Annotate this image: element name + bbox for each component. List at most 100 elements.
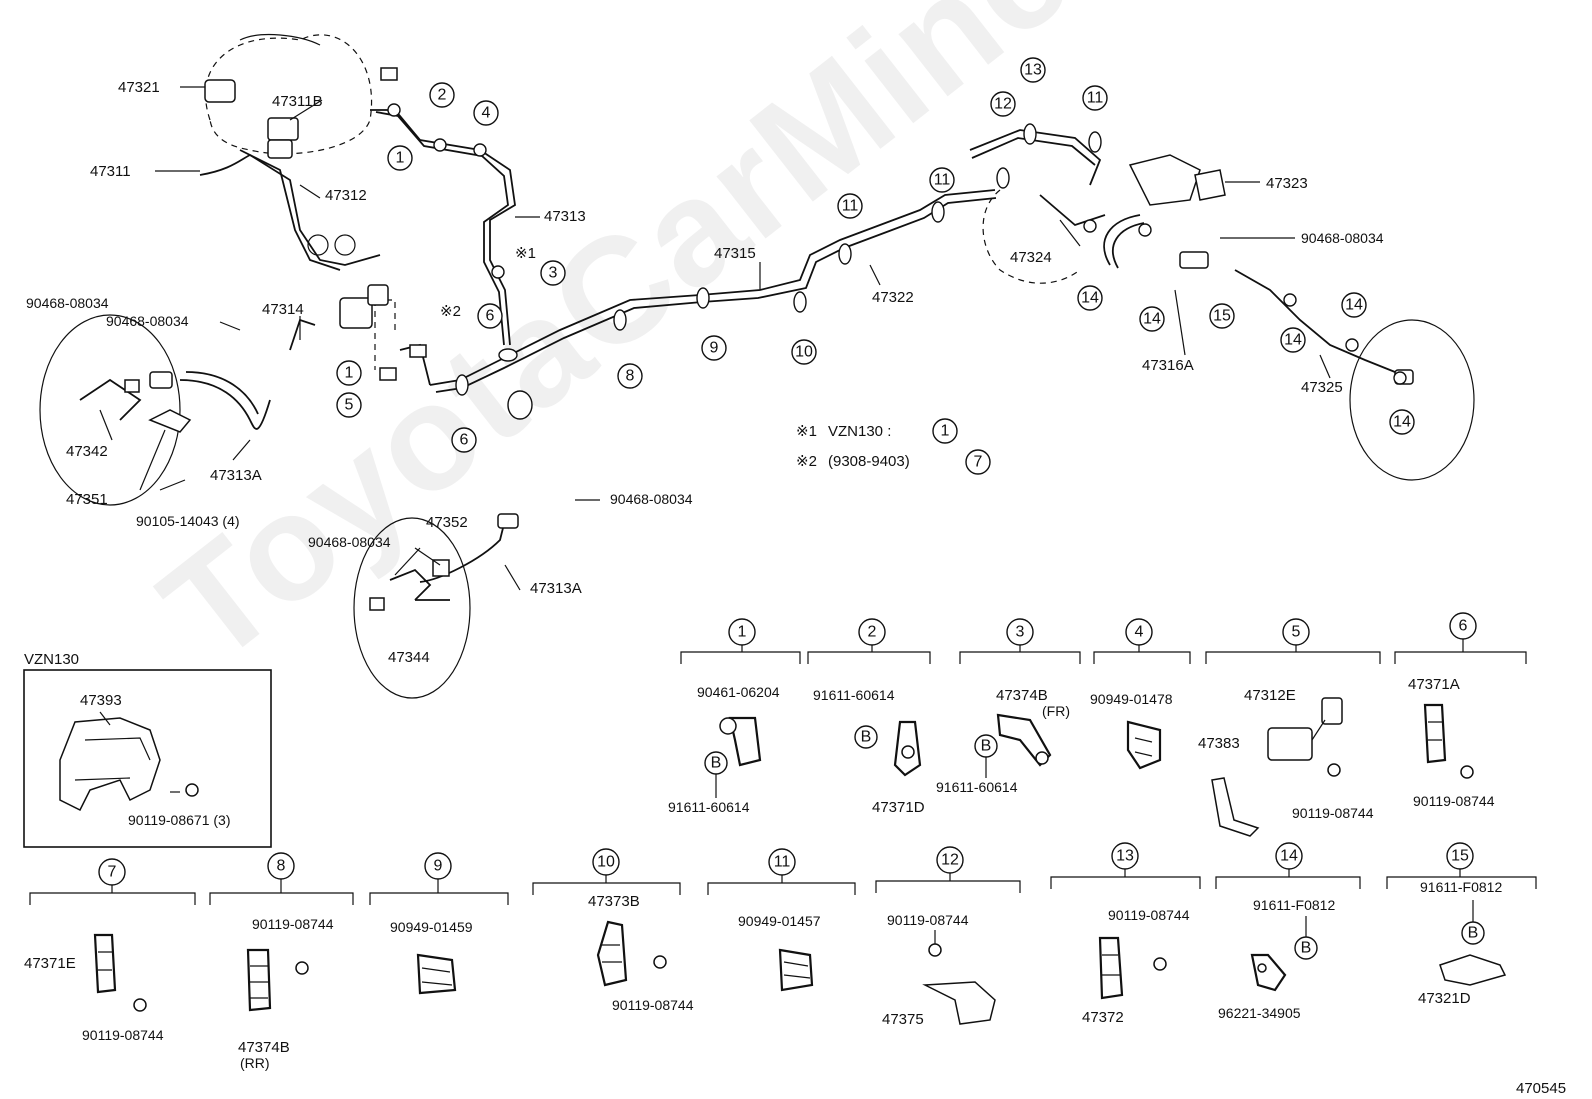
leader-lines xyxy=(99,86,1331,591)
svg-text:(FR): (FR) xyxy=(1042,703,1070,719)
label-90119-08671: 90119-08671 (3) xyxy=(128,812,230,828)
svg-text:47372: 47372 xyxy=(1082,1009,1124,1026)
svg-text:(RR): (RR) xyxy=(240,1055,270,1071)
svg-text:96221-34905: 96221-34905 xyxy=(1218,1005,1301,1021)
rear-left-wheel xyxy=(982,189,1081,284)
svg-text:90119-08744: 90119-08744 xyxy=(1108,907,1190,923)
label-90468-e: 90468-08034 xyxy=(308,534,391,550)
main-callouts: 1 2 4 3 6 6 1 5 8 9 10 11 11 12 13 11 14… xyxy=(336,57,1415,475)
svg-text:13: 13 xyxy=(1024,62,1042,79)
note-2-text: (9308-9403) xyxy=(828,453,910,470)
label-47321: 47321 xyxy=(118,79,160,96)
label-47325: 47325 xyxy=(1301,379,1343,396)
callout-14a: 14 xyxy=(1077,285,1103,311)
vzn130-title: VZN130 xyxy=(24,651,79,668)
clamp-group-2: 2 91611-60614 B 47371D xyxy=(807,618,931,816)
label-47393: 47393 xyxy=(80,692,122,709)
svg-text:12: 12 xyxy=(994,96,1012,113)
callout-14b: 14 xyxy=(1139,306,1165,332)
label-90468-a: 90468-08034 xyxy=(26,295,109,311)
clamp-group-14: 14 91611-F0812 B 96221-34905 xyxy=(1215,842,1361,1021)
label-47323: 47323 xyxy=(1266,175,1308,192)
label-47315: 47315 xyxy=(714,245,756,262)
callout-4a: 4 xyxy=(473,100,499,126)
clamp-group-3: 3 47374B (FR) B 91611-60614 xyxy=(936,618,1081,795)
callout-13a: 13 xyxy=(1020,57,1046,83)
rear-right-wheel xyxy=(1349,319,1475,481)
svg-text:14: 14 xyxy=(1081,290,1099,307)
callout-8a: 8 xyxy=(617,363,643,389)
svg-text:47371E: 47371E xyxy=(24,955,76,972)
clamp-group-6: 6 47371A 90119-08744 xyxy=(1394,612,1527,809)
svg-text:6: 6 xyxy=(1459,618,1468,635)
svg-text:B: B xyxy=(1468,925,1479,942)
svg-text:8: 8 xyxy=(626,368,635,385)
callout-7-note: 7 xyxy=(965,449,991,475)
svg-text:2: 2 xyxy=(868,624,877,641)
svg-text:90119-08744: 90119-08744 xyxy=(1292,805,1374,821)
svg-text:3: 3 xyxy=(1016,624,1025,641)
svg-text:9: 9 xyxy=(710,340,719,357)
callout-10a: 10 xyxy=(791,339,817,365)
svg-text:14: 14 xyxy=(1284,332,1302,349)
svg-text:90119-08744: 90119-08744 xyxy=(887,912,969,928)
label-90468-c: 90468-08034 xyxy=(1301,230,1384,246)
line-clamps xyxy=(387,103,1407,420)
callout-11c: 11 xyxy=(1082,85,1108,111)
clamp-group-1: 1 90461-06204 B 91611-60614 xyxy=(668,618,801,815)
svg-text:47371D: 47371D xyxy=(872,799,925,816)
svg-text:11: 11 xyxy=(934,172,951,189)
callout-2a: 2 xyxy=(429,82,455,108)
svg-text:1: 1 xyxy=(396,150,405,167)
load-sensing-valve xyxy=(1103,154,1226,269)
figure-id: 470545 xyxy=(1516,1080,1566,1097)
callout-5a: 5 xyxy=(336,392,362,418)
note-2-mark: ※2 xyxy=(796,453,817,470)
label-47324: 47324 xyxy=(1010,249,1052,266)
svg-text:B: B xyxy=(711,755,722,772)
label-47351: 47351 xyxy=(66,491,108,508)
callout-11b: 11 xyxy=(929,167,955,193)
svg-text:15: 15 xyxy=(1451,848,1469,865)
svg-text:9: 9 xyxy=(434,858,443,875)
label-47352: 47352 xyxy=(426,514,468,531)
main-brake-lines xyxy=(179,109,1396,430)
svg-text:14: 14 xyxy=(1143,311,1161,328)
clamp-group-5: 5 47312E 47383 90119-08744 xyxy=(1198,618,1381,837)
svg-text:1: 1 xyxy=(738,624,747,641)
svg-text:B: B xyxy=(861,729,872,746)
callout-12a: 12 xyxy=(990,91,1016,117)
callout-1a: 1 xyxy=(387,145,413,171)
bolt-b-icon-2: B xyxy=(854,725,878,749)
svg-text:10: 10 xyxy=(795,344,813,361)
clamp-group-10: 10 47373B 90119-08744 xyxy=(532,848,694,1013)
svg-text:47383: 47383 xyxy=(1198,735,1240,752)
booster-outline xyxy=(204,33,373,155)
callout-15a: 15 xyxy=(1209,303,1235,329)
svg-text:91611-60614: 91611-60614 xyxy=(936,779,1018,795)
clamp-group-12: 12 90119-08744 47375 xyxy=(875,846,1021,1028)
svg-text:14: 14 xyxy=(1393,414,1411,431)
svg-text:7: 7 xyxy=(108,864,117,881)
svg-text:47374B: 47374B xyxy=(238,1039,290,1056)
svg-text:90461-06204: 90461-06204 xyxy=(697,684,780,700)
svg-text:47321D: 47321D xyxy=(1418,990,1471,1007)
svg-text:13: 13 xyxy=(1116,848,1134,865)
callout-1-note: 1 xyxy=(932,418,958,444)
label-47313A: 47313A xyxy=(210,467,262,484)
svg-text:90119-08744: 90119-08744 xyxy=(82,1027,164,1043)
svg-text:91611-F0812: 91611-F0812 xyxy=(1420,879,1502,895)
svg-text:8: 8 xyxy=(277,858,286,875)
svg-text:1: 1 xyxy=(941,423,950,440)
svg-text:6: 6 xyxy=(486,308,495,325)
svg-text:47371A: 47371A xyxy=(1408,676,1460,693)
callout-14c: 14 xyxy=(1280,327,1306,353)
svg-text:90119-08744: 90119-08744 xyxy=(612,997,694,1013)
svg-text:90949-01478: 90949-01478 xyxy=(1090,691,1173,707)
callout-9a: 9 xyxy=(701,335,727,361)
callout-14e: 14 xyxy=(1389,409,1415,435)
svg-text:4: 4 xyxy=(1135,624,1144,641)
callout-6a: 6 xyxy=(477,303,503,329)
top-labels: 47321 47311B 47311 47312 47313 47314 473… xyxy=(26,79,1566,1097)
svg-text:3: 3 xyxy=(549,265,558,282)
